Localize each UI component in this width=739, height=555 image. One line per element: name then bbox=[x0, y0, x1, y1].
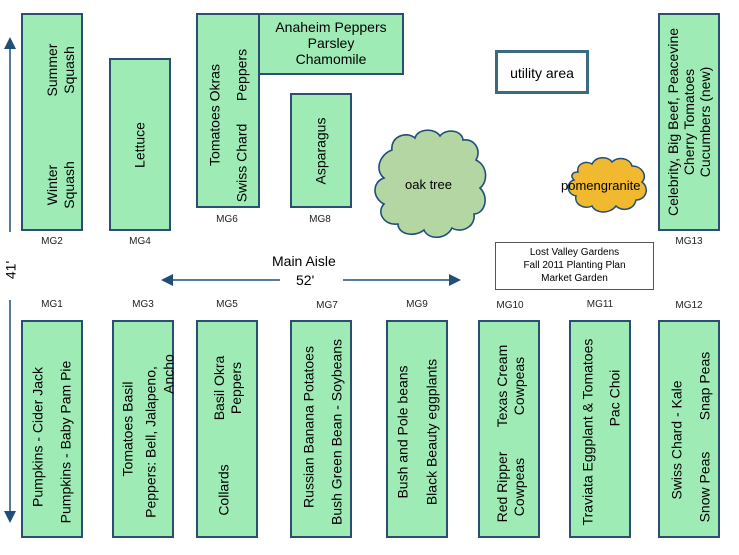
bed-mg8[interactable]: Asparagus bbox=[290, 93, 352, 208]
bed-mg11-text-1: Traviata Eggplant & Tomatoes bbox=[579, 338, 596, 526]
bed-mg3-text-3: Ancho bbox=[160, 354, 177, 394]
bed-mg10-label: MG10 bbox=[496, 300, 524, 311]
bed-mg8-text: Asparagus bbox=[312, 117, 329, 184]
bed-mg9[interactable]: Bush and Pole beans Black Beauty eggplan… bbox=[386, 320, 448, 538]
bed-mg3-text-2: Peppers: Bell, Jalapeno, bbox=[142, 366, 159, 518]
bed-mg1-text-1: Pumpkins - Cider Jack bbox=[29, 366, 46, 508]
bed-mg9-text-2: Black Beauty eggplants bbox=[423, 358, 440, 506]
bed-mg4[interactable]: Lettuce bbox=[109, 58, 171, 231]
bed-mg12-text-3: Snow Peas bbox=[696, 451, 713, 523]
utility-area-label: utility area bbox=[510, 65, 574, 81]
bed-mg12-text-1: Swiss Chard - Kale bbox=[668, 380, 685, 500]
bed-mg13-label: MG13 bbox=[675, 236, 703, 247]
bed-mg6-text-1: Tomatoes Okras bbox=[206, 64, 223, 166]
oak-tree-shape bbox=[374, 129, 487, 239]
oak-tree-label: oak tree bbox=[405, 177, 452, 192]
bed-mg4-label: MG4 bbox=[129, 236, 151, 247]
bed-mg3-label: MG3 bbox=[132, 299, 154, 310]
main-aisle-length: 52' bbox=[296, 272, 315, 288]
bed-mg5-label: MG5 bbox=[216, 299, 238, 310]
utility-area[interactable]: utility area bbox=[495, 50, 589, 94]
pomegranate-label: pomengranite bbox=[561, 178, 641, 193]
bed-mg7[interactable]: Russian Banana Potatoes Bush Green Bean … bbox=[290, 320, 352, 538]
bed-mg3-text-1: Tomatoes Basil bbox=[119, 381, 136, 477]
bed-mg2-label: MG2 bbox=[41, 236, 63, 247]
bed-mg3[interactable]: Tomatoes Basil Peppers: Bell, Jalapeno, … bbox=[112, 320, 177, 538]
bed-mg12[interactable]: Swiss Chard - Kale Snap Peas Snow Peas bbox=[658, 320, 720, 538]
bed-mg6[interactable]: Tomatoes Okras Swiss Chard Peppers bbox=[196, 13, 260, 208]
bed-mg11-label: MG11 bbox=[586, 299, 614, 310]
bed-mg1-label: MG1 bbox=[41, 299, 63, 310]
bed-mg12-label: MG12 bbox=[675, 300, 703, 311]
bed-mg6-label: MG6 bbox=[216, 214, 238, 225]
bed-mg6-text-2: Swiss Chard bbox=[233, 123, 250, 203]
bed-mg11-text-2: Pac Choi bbox=[606, 369, 623, 427]
bed-mg7-text-1: Russian Banana Potatoes bbox=[300, 346, 317, 508]
pomegranate-shape bbox=[567, 157, 647, 213]
bed-mg5-text-2: Collards bbox=[215, 464, 232, 516]
dimension-41ft: 41' bbox=[2, 260, 19, 280]
bed-mg7-text-2: Bush Green Bean - Soybeans bbox=[328, 338, 345, 526]
bed-mg9-text-1: Bush and Pole beans bbox=[394, 365, 411, 499]
bed-mg12-text-2: Snap Peas bbox=[696, 351, 713, 421]
main-aisle-label: Main Aisle bbox=[272, 253, 336, 269]
bed-mg1[interactable]: Pumpkins - Cider Jack Pumpkins - Baby Pa… bbox=[21, 320, 83, 538]
bed-mg1-text-2: Pumpkins - Baby Pam Pie bbox=[57, 360, 74, 524]
bed-mg11[interactable]: Traviata Eggplant & Tomatoes Pac Choi bbox=[569, 320, 631, 538]
bed-mg9-label: MG9 bbox=[406, 299, 428, 310]
bed-mg8-label: MG8 bbox=[309, 214, 331, 225]
bed-mg4-text: Lettuce bbox=[131, 121, 148, 168]
bed-mg7-label: MG7 bbox=[316, 300, 338, 311]
bed-mg6-text-3: Peppers bbox=[233, 48, 250, 102]
